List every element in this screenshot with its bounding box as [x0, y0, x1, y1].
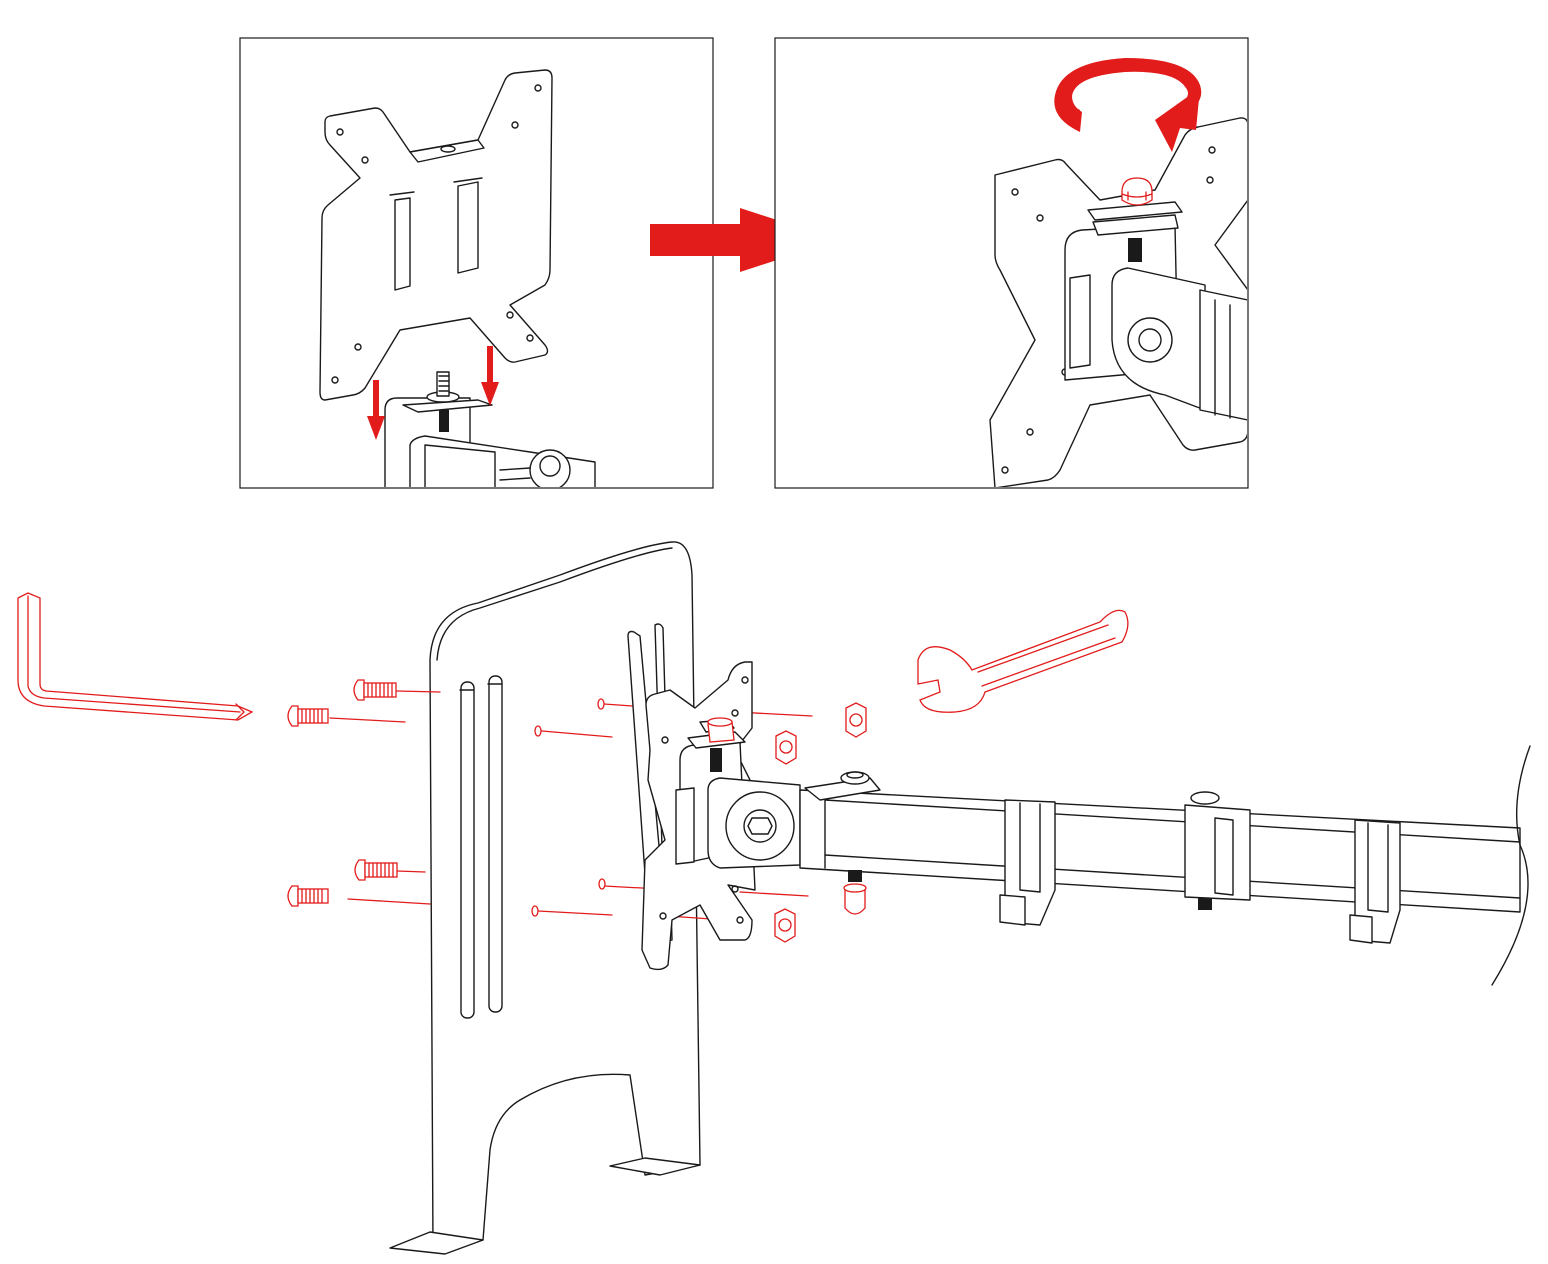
allen-key-icon: [17, 592, 254, 721]
mount-hole: [598, 878, 606, 890]
right-arrow-icon: [650, 208, 838, 272]
tighten-rotate-icon: [1054, 58, 1202, 152]
vesa-plate: [319, 69, 553, 401]
down-arrow-icon: [481, 346, 499, 406]
pivot-knob: [1138, 328, 1162, 352]
threaded-stud: [710, 748, 722, 772]
wrench-icon: [917, 609, 1129, 713]
washer-icon: [1087, 201, 1183, 221]
monitor-arm: [799, 745, 1531, 986]
cap-nut-icon: [1121, 177, 1153, 206]
hex-nut-icon: [774, 908, 796, 943]
hex-nut-icon: [845, 702, 867, 738]
tilt-bracket-main: [675, 719, 801, 869]
hex-nut-icon: [775, 730, 797, 765]
step-2-panel: [774, 37, 1249, 489]
cap-nut-icon: [843, 883, 867, 915]
cap-nut-icon: [707, 717, 735, 743]
mount-hole: [531, 905, 539, 917]
screw-icon: [354, 859, 398, 881]
mount-hole: [534, 725, 542, 737]
tilt-bracket-mounted: [1064, 224, 1247, 421]
adapter-plate: [389, 541, 701, 1255]
screw-icon: [353, 679, 397, 701]
step-1-panel: [239, 37, 714, 489]
threaded-stud: [426, 371, 460, 432]
screw-icon: [287, 705, 329, 727]
screw-icon: [287, 885, 329, 907]
down-arrow-icon: [367, 380, 385, 440]
mount-hole: [597, 698, 605, 710]
